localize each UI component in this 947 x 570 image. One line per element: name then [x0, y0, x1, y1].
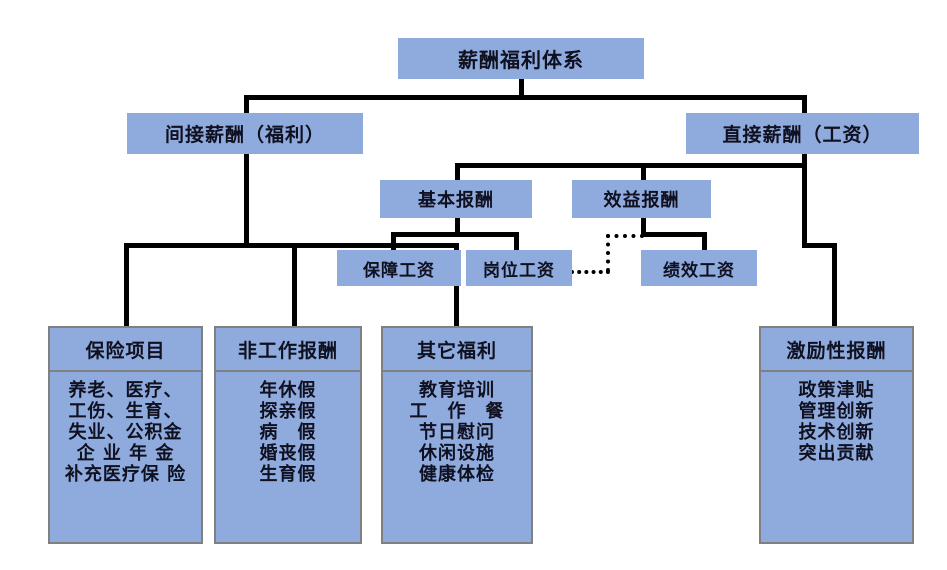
list-item: 年休假 — [259, 380, 317, 401]
connector-to-performance-wage — [702, 232, 707, 252]
list-item: 节日慰问 — [419, 422, 495, 443]
node-benefit-pay[interactable]: 效益报酬 — [572, 180, 711, 218]
connector-basic-pay-stem — [455, 218, 460, 235]
panel-insurance[interactable]: 保险项目 养老、医疗、 工伤、生育、 失业、公积金 企 业 年 金 补充医疗保 … — [48, 326, 203, 544]
list-item: 工伤、生育、 — [68, 401, 183, 422]
connector-indirect-stem — [244, 153, 249, 246]
node-basic-pay[interactable]: 基本报酬 — [380, 180, 532, 218]
list-item: 养老、医疗、 — [68, 380, 183, 401]
node-direct-compensation[interactable]: 直接薪酬（工资） — [686, 113, 919, 154]
connector-to-indirect — [244, 95, 249, 115]
list-item: 婚丧假 — [259, 443, 317, 464]
connector-direct-elbow-h — [802, 243, 837, 248]
list-item: 补充医疗保 险 — [64, 464, 187, 485]
node-indirect-compensation[interactable]: 间接薪酬（福利） — [127, 113, 363, 154]
panel-other-benefits-body: 教育培训 工 作 餐 节日慰问 休闲设施 健康体检 — [383, 372, 531, 542]
list-item: 突出贡献 — [798, 443, 875, 464]
list-item: 政策津贴 — [798, 380, 875, 401]
node-guarantee-wage[interactable]: 保障工资 — [337, 250, 461, 286]
node-post-wage[interactable]: 岗位工资 — [466, 250, 572, 286]
connector-to-panel-insurance — [124, 243, 129, 328]
panel-non-working-pay-header: 非工作报酬 — [216, 328, 360, 372]
panel-other-benefits[interactable]: 其它福利 教育培训 工 作 餐 节日慰问 休闲设施 健康体检 — [381, 326, 533, 544]
list-item: 休闲设施 — [419, 443, 495, 464]
connector-to-guarantee-wage — [391, 232, 396, 252]
list-item: 管理创新 — [798, 401, 875, 422]
panel-non-working-pay[interactable]: 非工作报酬 年休假 探亲假 病 假 婚丧假 生育假 — [214, 326, 362, 544]
connector-to-post-wage — [514, 232, 519, 252]
connector-to-panel-nonwork — [292, 243, 297, 328]
connector-level2-bar — [244, 95, 807, 100]
node-performance-wage[interactable]: 绩效工资 — [641, 250, 757, 286]
connector-direct-stem — [802, 153, 807, 246]
list-item: 技术创新 — [798, 422, 875, 443]
panel-non-working-pay-body: 年休假 探亲假 病 假 婚丧假 生育假 — [216, 372, 360, 542]
connector-direct-level3-bar — [455, 163, 807, 168]
connector-dotted-post-wage-top — [606, 234, 644, 238]
list-item: 生育假 — [259, 464, 317, 485]
list-item: 失业、公积金 — [68, 422, 183, 443]
connector-to-panel-incentive — [832, 243, 837, 328]
connector-indirect-bar — [124, 243, 459, 248]
connector-benefit-pay-stem — [641, 218, 646, 235]
panel-incentive-pay[interactable]: 激励性报酬 政策津贴 管理创新 技术创新 突出贡献 — [759, 326, 914, 544]
panel-incentive-pay-header: 激励性报酬 — [761, 328, 912, 372]
list-item: 健康体检 — [419, 464, 495, 485]
connector-dotted-post-wage-v — [606, 234, 610, 272]
list-item: 工 作 餐 — [409, 401, 505, 422]
connector-basic-pay-bar — [391, 232, 519, 237]
list-item: 病 假 — [259, 422, 317, 443]
panel-incentive-pay-body: 政策津贴 管理创新 技术创新 突出贡献 — [761, 372, 912, 542]
list-item: 教育培训 — [419, 380, 495, 401]
list-item: 探亲假 — [259, 401, 317, 422]
connector-to-direct — [802, 95, 807, 115]
node-root[interactable]: 薪酬福利体系 — [398, 38, 644, 79]
connector-dotted-post-wage-h — [570, 270, 610, 274]
connector-benefit-pay-bar — [641, 232, 707, 237]
panel-insurance-header: 保险项目 — [50, 328, 201, 372]
connector-to-benefit-pay — [641, 163, 646, 183]
connector-root-stem — [519, 78, 524, 98]
connector-to-basic-pay — [455, 163, 460, 183]
panel-other-benefits-header: 其它福利 — [383, 328, 531, 372]
panel-insurance-body: 养老、医疗、 工伤、生育、 失业、公积金 企 业 年 金 补充医疗保 险 — [50, 372, 201, 542]
list-item: 企 业 年 金 — [76, 443, 175, 464]
